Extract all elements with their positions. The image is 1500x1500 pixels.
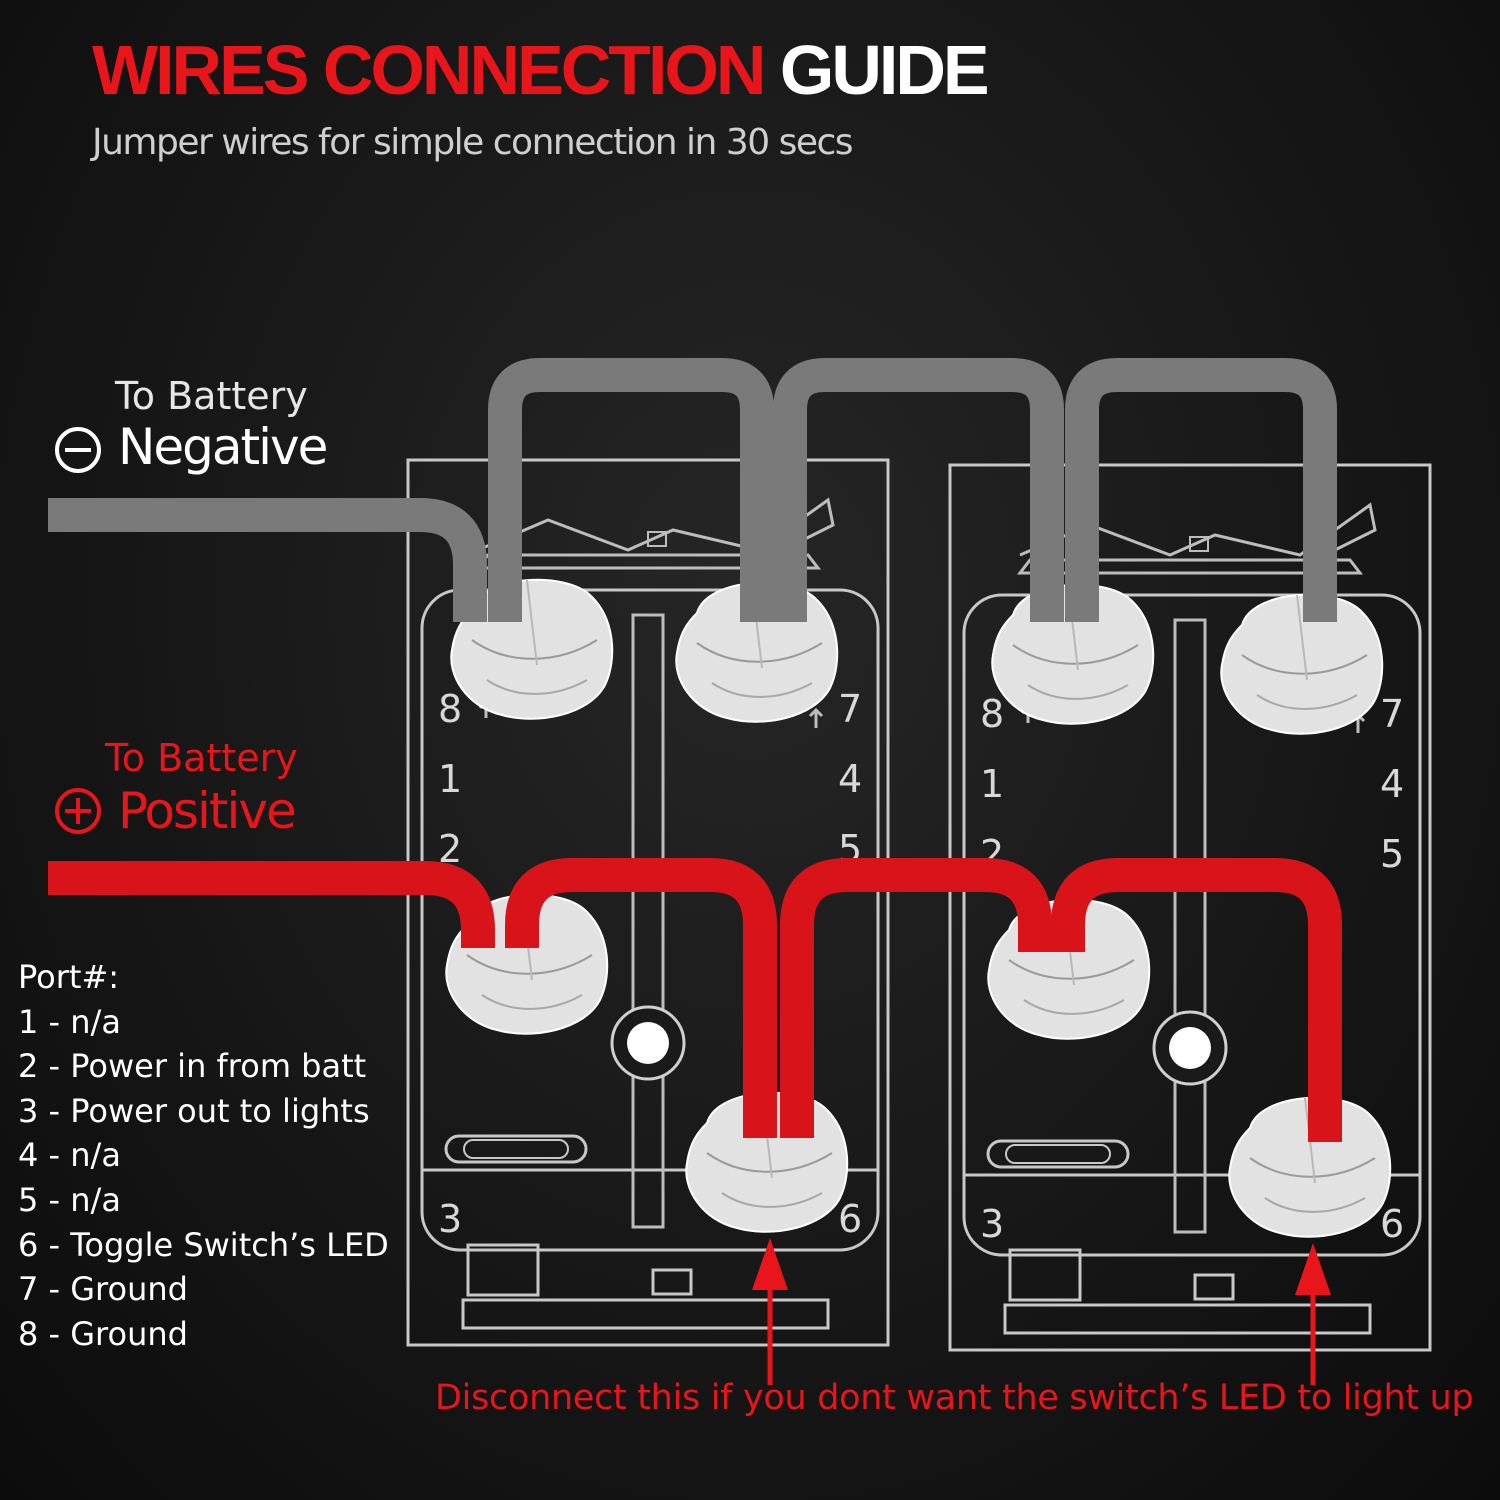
switch-2-pin-label: 1 [980,762,1004,806]
minus-circle-icon [55,427,101,473]
port-legend-item: 8 - Ground [18,1314,188,1353]
positive-label: Positive [118,782,297,840]
port-legend-item: 4 - n/a [18,1136,121,1175]
port-legend-item: 6 - Toggle Switch’s LED [18,1225,389,1264]
switch-1-pin-label: 3 [438,1197,462,1241]
port-legend-item: 3 - Power out to lights [18,1091,370,1130]
switch-1-pin-label: 8 [438,687,462,731]
page-subtitle: Jumper wires for simple connection in 30… [92,122,854,163]
port-legend-item: 2 - Power in from batt [18,1047,367,1086]
switch-2-pin-label: 6 [1380,1202,1404,1246]
negative-battery-wire [48,498,487,622]
switch-2-pin-label: 5 [1380,832,1404,876]
title-white-part: GUIDE [779,31,990,109]
switch-2-pin-label: 7 [1380,692,1404,736]
port-legend-item: 7 - Ground [18,1270,188,1309]
switch-1-pin-label: 1 [438,757,462,801]
power-jumper-2 [780,858,1052,1138]
positive-caption: To Battery [105,736,298,780]
switch-2-pin-7-terminal [1221,595,1382,734]
negative-label: Negative [118,418,328,476]
positive-battery-wire [48,861,495,948]
switch-1-pin-label: 6 [838,1197,862,1241]
ground-jumper-3 [1065,358,1337,622]
ground-jumper-2 [773,358,1064,622]
power-jumper-3 [1051,858,1342,1142]
switch-2-pin-label: 3 [980,1202,1004,1246]
negative-caption: To Battery [115,374,308,418]
led-disconnect-note: Disconnect this if you dont want the swi… [435,1378,1474,1418]
disconnect-arrow-left [752,1238,788,1385]
ground-jumper-1 [488,358,774,622]
disconnect-arrow-right [1295,1243,1331,1385]
switch-2-pin-label: 4 [1380,762,1404,806]
switch-2-pin-label: 8 [980,692,1004,736]
title-red-part: WIRES CONNECTION [92,31,766,109]
switch-1-pin-label: 4 [838,757,862,801]
power-jumper-1 [505,858,777,1138]
port-legend-item: 1 - n/a [18,1002,121,1041]
port-legend-heading: Port#: [18,958,120,996]
page-title: WIRES CONNECTION GUIDE [92,30,990,110]
switch-1-pin-label: 7 [838,687,862,731]
port-legend-item: 5 - n/a [18,1180,121,1219]
port-legend: Port#: 1 - n/a 2 - Power in from batt 3 … [18,955,389,1356]
plus-circle-icon [55,788,101,834]
